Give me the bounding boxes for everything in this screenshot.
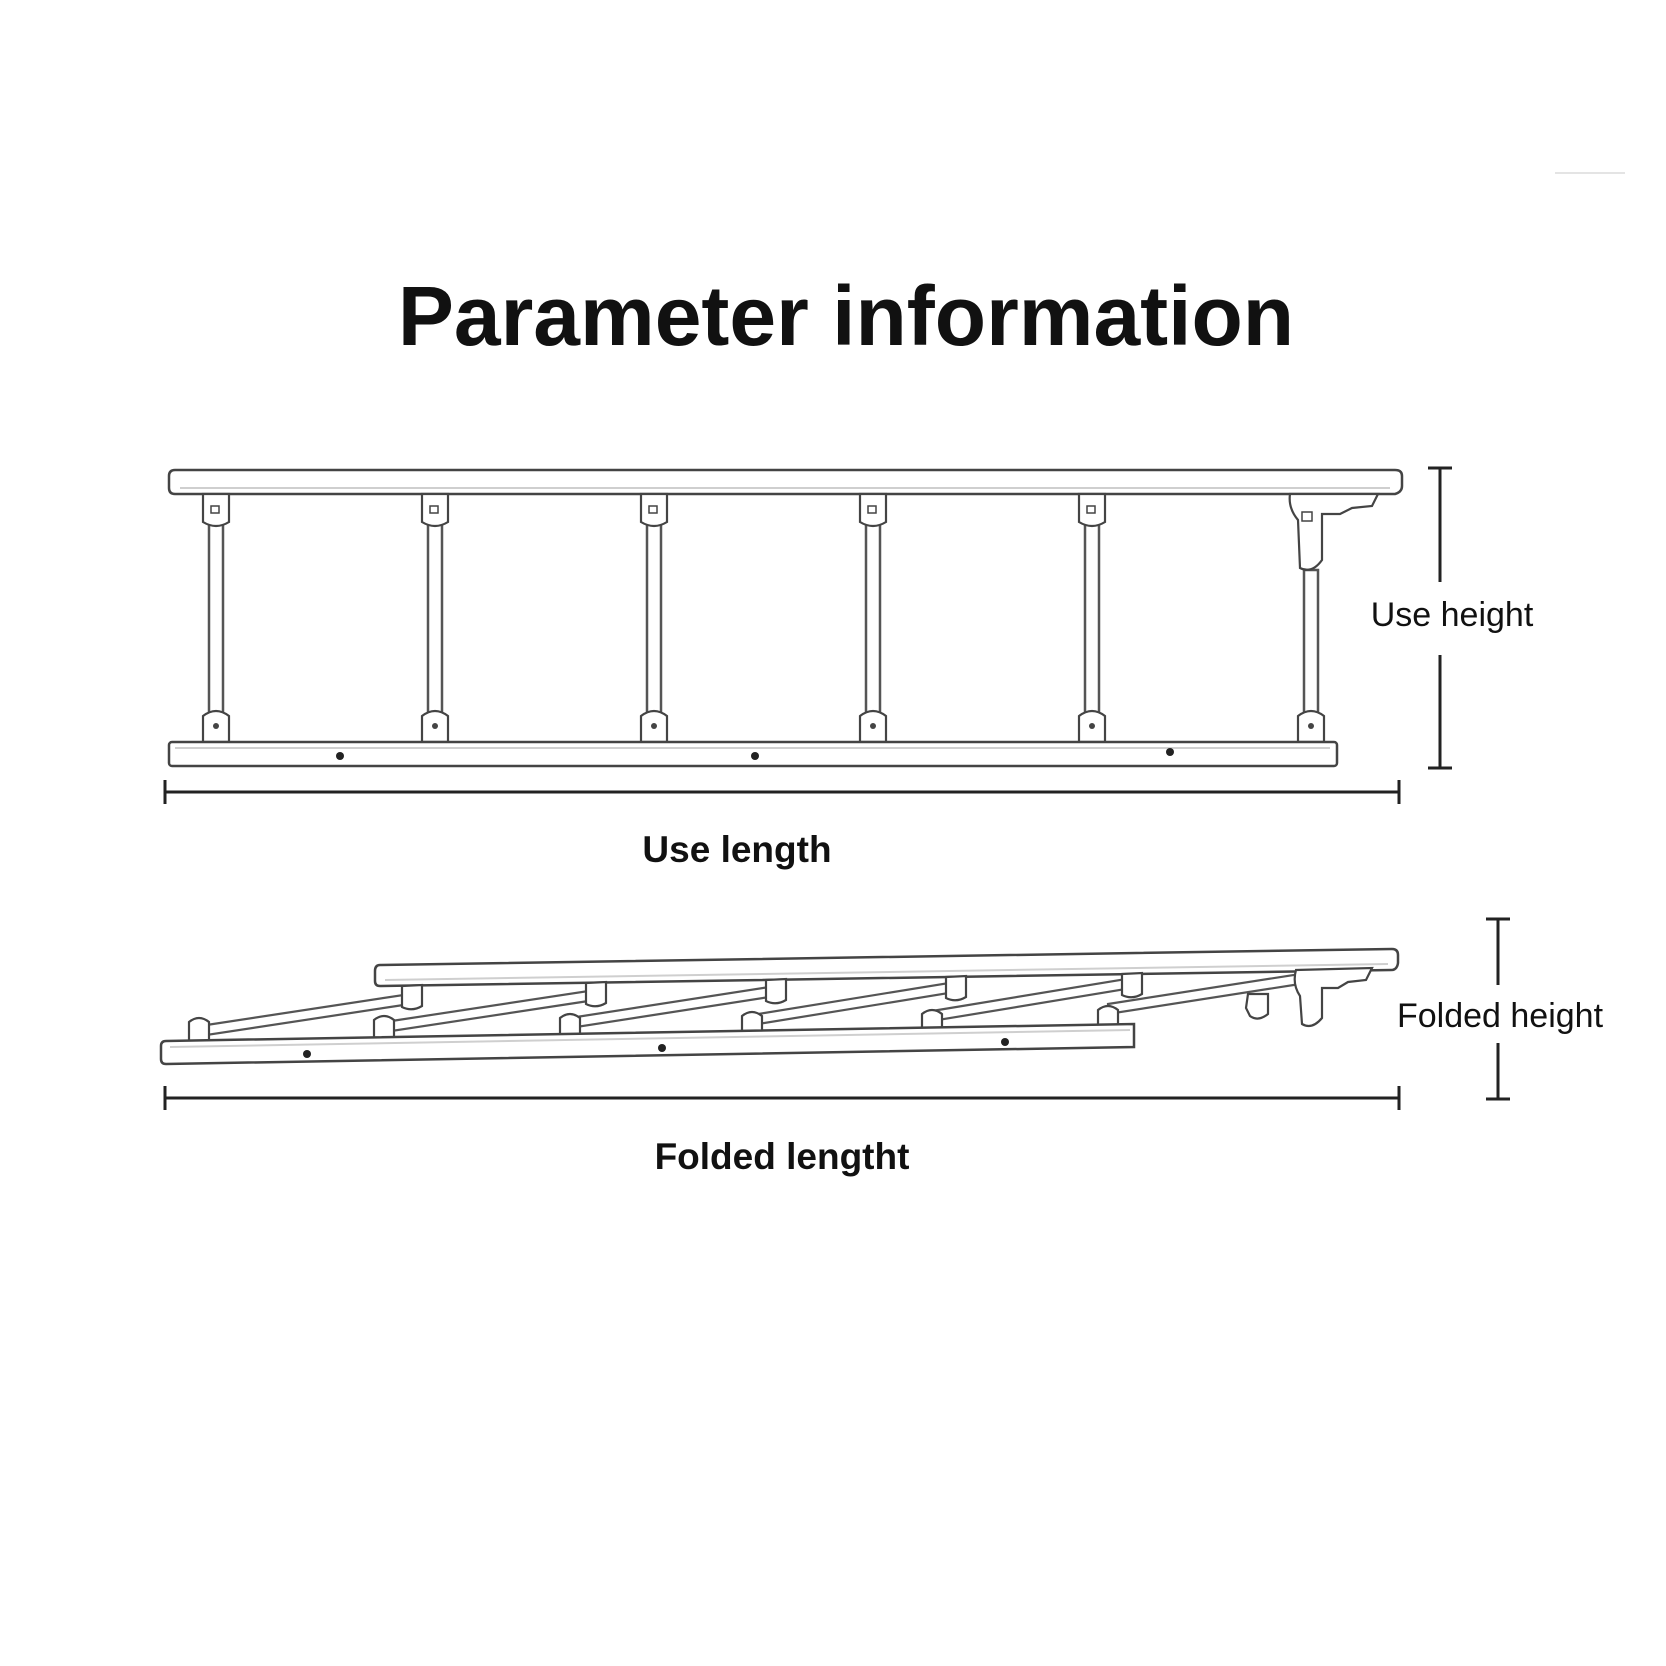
- use-height-label: Use height: [1371, 596, 1534, 634]
- top-rail: [167, 468, 1404, 496]
- folded-lock-mechanism: [1293, 966, 1374, 1028]
- folded-hook: [1244, 992, 1270, 1020]
- page-title: Parameter information: [398, 269, 1294, 363]
- folded-height-label: Folded height: [1397, 997, 1604, 1035]
- folded-length-dimension: [163, 1086, 1401, 1110]
- folded-length-label: Folded lengtht: [655, 1136, 910, 1177]
- use-length-dimension: [163, 780, 1401, 804]
- top-brackets: [201, 492, 1107, 528]
- use-length-label: Use length: [642, 829, 831, 870]
- posts: [207, 508, 1320, 722]
- bottom-brackets: [201, 709, 1326, 744]
- folded-upper-clips: [400, 971, 1144, 1011]
- lock-mechanism: [1288, 492, 1380, 571]
- rail-unfolded-illustration: [167, 468, 1404, 768]
- folded-arms: [198, 972, 1302, 1038]
- folded-height-dimension: [1486, 917, 1510, 1101]
- use-height-dimension: [1428, 466, 1452, 770]
- rail-folded-illustration: [159, 947, 1400, 1066]
- folded-top-rail: [373, 947, 1400, 988]
